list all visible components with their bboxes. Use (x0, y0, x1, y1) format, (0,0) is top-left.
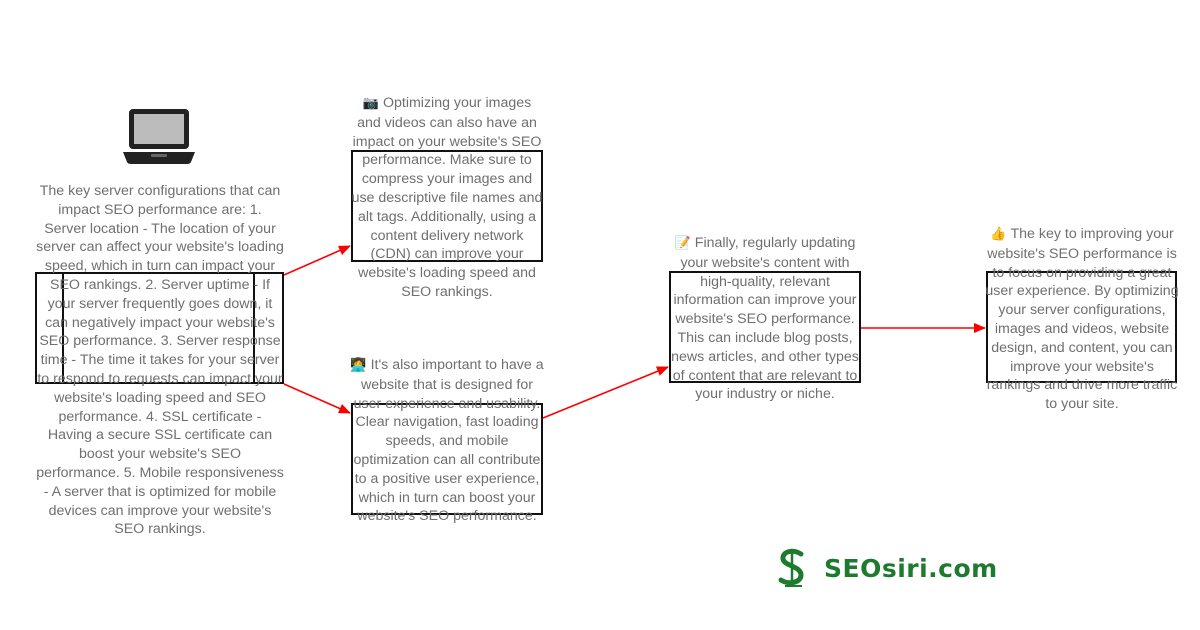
content-node-text: 📝Finally, regularly updating your websit… (668, 234, 862, 404)
arrow-design-to-content (542, 366, 669, 419)
content-node-box (669, 271, 861, 383)
camera-icon: 📷 (362, 96, 379, 111)
technologist-icon: 👩‍💻 (350, 358, 367, 373)
server-node-label: The key server configurations that can i… (36, 183, 284, 538)
images-node-box (351, 150, 543, 262)
server-node-text: The key server configurations that can i… (36, 182, 284, 539)
server-node-box (35, 272, 284, 384)
design-node-label: It's also important to have a website th… (353, 357, 544, 525)
laptop-icon (123, 109, 195, 164)
memo-icon: 📝 (674, 236, 691, 251)
conclusion-node-text: 👍The key to improving your website's SEO… (984, 225, 1180, 414)
server-node-divider-right (253, 272, 255, 384)
design-node-box (351, 403, 543, 515)
images-node-label: Optimizing your images and videos can al… (351, 95, 543, 300)
arrow-server-to-images (283, 245, 351, 276)
thumbs-up-icon: 👍 (990, 227, 1007, 242)
arrow-server-to-design (283, 383, 351, 414)
seosiri-s-logo (778, 548, 804, 587)
seosiri-logo-text: SEOsiri.com (824, 554, 998, 583)
conclusion-node-label: The key to improving your website's SEO … (985, 226, 1179, 413)
content-node-label: Finally, regularly updating your website… (671, 235, 859, 403)
images-node-text: 📷Optimizing your images and videos can a… (350, 94, 544, 302)
conclusion-node-box (986, 271, 1177, 383)
server-node-divider-left (62, 272, 64, 384)
design-node-text: 👩‍💻It's also important to have a website… (350, 356, 544, 526)
seosiri-logo: SEOsiri.com (776, 548, 1036, 588)
